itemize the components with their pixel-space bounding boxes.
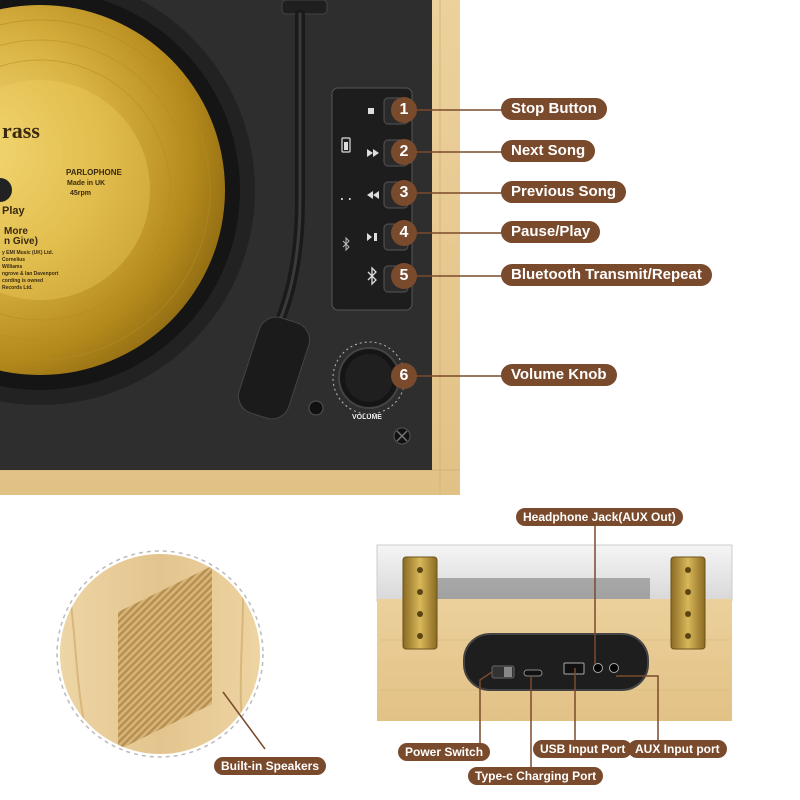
aux-input-jack[interactable] [609,663,619,673]
callout-usb-port: USB Input Port [533,740,633,758]
play-pause-icon [367,233,377,241]
callout-aux-port: AUX Input port [628,740,727,758]
bluetooth-indicator-icon [342,236,350,252]
record-credit-1: y EMI Music (UK) Ltd. [2,250,54,256]
turntable-top-view [0,0,460,495]
record-credit-5: cording is owned [2,278,44,284]
callout-typec-port: Type-c Charging Port [468,767,604,785]
next-icon [367,149,379,157]
callout-next-song: Next Song [501,140,596,162]
marker-4: 4 [391,220,417,246]
rear-callout-lines [479,526,659,770]
callout-volume-knob: Volume Knob [501,364,617,386]
record-credit-3: Williams [2,264,23,270]
top-callout-lines [410,109,502,377]
marker-3: 3 [391,180,417,206]
hinge-left [402,556,438,650]
record-credit-6: Records Ltd. [2,285,33,291]
stop-icon [368,108,374,114]
typec-port[interactable] [523,669,543,677]
record-line-play: Play [2,205,25,217]
callout-pause-play: Pause/Play [501,221,601,243]
record-title: rass [2,118,40,143]
gold-vinyl-record [0,5,225,375]
usb-port[interactable] [563,662,585,675]
volume-knob-label: VOLUME [352,414,382,421]
record-brand: PARLOPHONE [66,168,122,177]
callout-power-switch: Power Switch [398,743,491,761]
record-credit-2: Cornelius [2,257,26,263]
marker-2: 2 [391,139,417,165]
marker-6: 6 [391,363,417,389]
speaker-grille [118,566,212,750]
callout-built-in-speakers: Built-in Speakers [214,757,327,775]
rear-view [376,544,733,721]
marker-5: 5 [391,263,417,289]
led-display: .. [338,189,354,204]
marker-1: 1 [391,97,417,123]
record-line-give: n Give) [4,236,38,247]
callout-previous-song: Previous Song [501,181,627,203]
callout-headphone-jack: Headphone Jack(AUX Out) [516,508,683,526]
zoom-circle [56,550,264,758]
speaker-zoom [56,550,266,758]
headphone-jack[interactable] [593,663,603,673]
tonearm-headshell [238,316,310,420]
bluetooth-icon [367,266,377,286]
record-catalog: 45rpm [70,190,92,197]
record-credit-4: ngrove & Ian Davenport [2,271,59,277]
battery-icon [341,137,351,153]
port-panel [463,633,649,691]
callout-stop-button: Stop Button [501,98,607,120]
hinge-right [670,556,706,650]
record-line-more: More [4,226,28,237]
previous-icon [367,191,379,199]
record-made-in: Made in UK [67,180,106,187]
callout-bluetooth-repeat: Bluetooth Transmit/Repeat [501,264,712,286]
